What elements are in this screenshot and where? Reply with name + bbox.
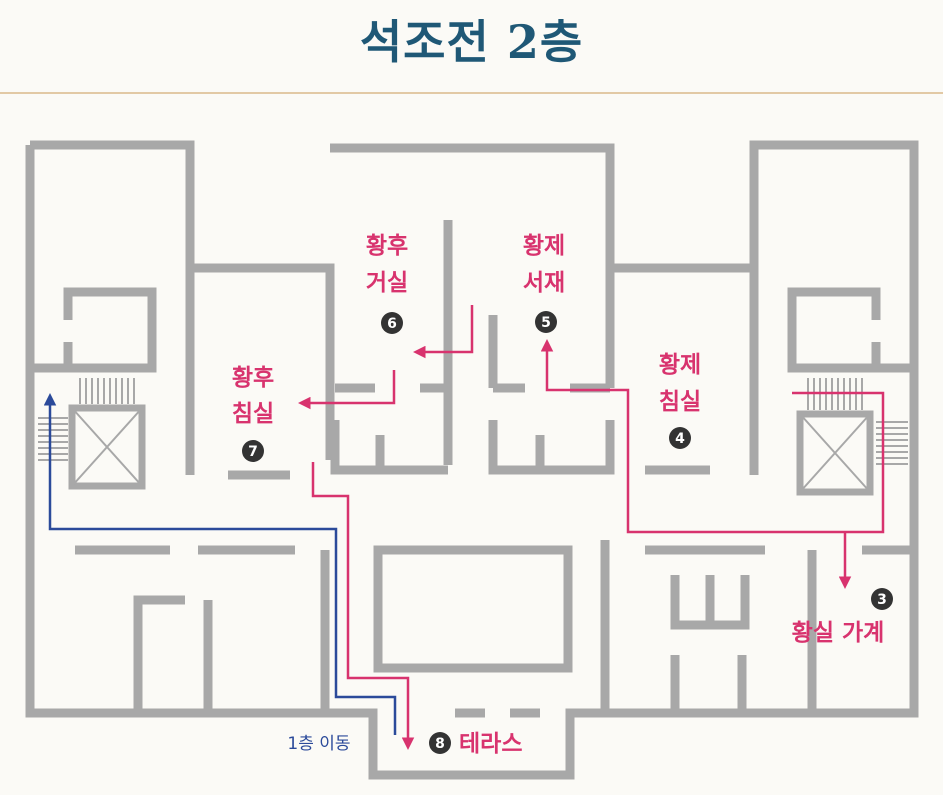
number-badge-text: 8 <box>435 736 445 752</box>
room-label-line2: 침실 <box>232 401 274 427</box>
route-study-to-living-room <box>413 305 474 359</box>
room-label-line2: 거실 <box>366 270 408 296</box>
room-label-line1: 황후 <box>366 233 408 259</box>
room-label: 황실 가계 <box>792 620 885 646</box>
room-emperor-study: 황제 서재 5 <box>523 233 565 333</box>
route-to-first-floor <box>43 393 397 735</box>
number-badge-text: 3 <box>877 592 887 608</box>
route-living-to-bedroom <box>298 370 396 410</box>
page-title: 석조전 2층 <box>359 15 584 69</box>
room-terrace: 8 테라스 <box>429 731 522 757</box>
number-badge-text: 4 <box>675 431 685 447</box>
outer-walls <box>25 140 919 780</box>
tour-route <box>43 305 885 750</box>
room-label-line1: 황후 <box>232 365 274 391</box>
number-badge-text: 5 <box>541 315 551 331</box>
number-badge <box>871 588 893 610</box>
number-badge-text: 6 <box>387 316 397 332</box>
room-empress-living: 황후 거실 6 <box>366 233 408 334</box>
number-badge <box>535 311 557 333</box>
title-divider <box>0 92 943 94</box>
room-label: 테라스 <box>459 731 522 757</box>
number-badge <box>242 440 264 462</box>
interior-walls <box>75 220 914 718</box>
route-shop-to-emperor-study <box>540 339 885 534</box>
room-label-line1: 황제 <box>523 233 565 259</box>
number-badge-text: 7 <box>248 444 258 460</box>
room-label-line2: 서재 <box>523 270 565 296</box>
number-badge <box>381 312 403 334</box>
room-royal-shop: 3 황실 가계 <box>792 588 893 646</box>
room-label-line1: 황제 <box>659 352 701 378</box>
first-floor-note: 1층 이동 <box>287 734 350 754</box>
room-empress-bedroom: 황후 침실 7 <box>232 365 274 462</box>
room-emperor-bedroom: 황제 침실 4 <box>659 352 701 449</box>
route-bedroom-to-terrace <box>311 462 415 750</box>
number-badge <box>429 732 451 754</box>
number-badge <box>669 427 691 449</box>
room-label-line2: 침실 <box>659 389 701 415</box>
left-elevator-block <box>38 287 157 490</box>
